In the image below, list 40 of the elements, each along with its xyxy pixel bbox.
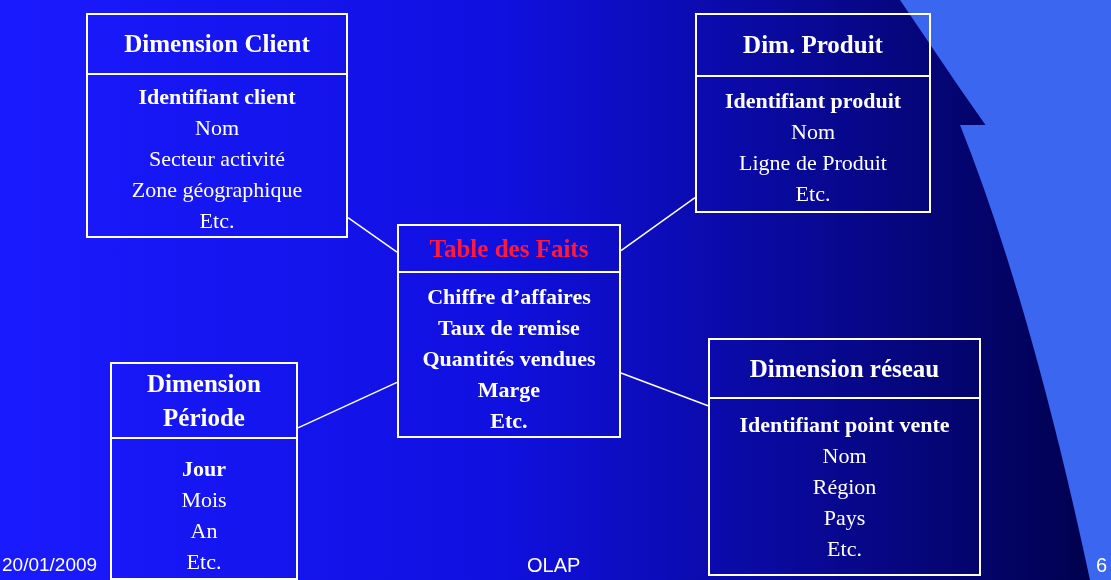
field-name: Etc.: [827, 535, 862, 563]
connector-line: [620, 196, 696, 252]
field-name: Nom: [822, 442, 867, 470]
field-name: Ligne de Produit: [739, 149, 887, 177]
field-name: Zone géographique: [131, 176, 303, 204]
field-name: Taux de remise: [438, 314, 580, 342]
table-box: [708, 338, 981, 576]
field-name: Quantités vendues: [422, 345, 596, 373]
table-box: [695, 13, 931, 213]
field-name: Région: [812, 473, 877, 501]
connector-line: [297, 381, 398, 429]
field-name: Pays: [823, 504, 866, 532]
page-number: 6: [1096, 554, 1108, 577]
field-name: Nom: [791, 118, 835, 146]
table-title: Dimension Client: [88, 15, 346, 75]
field-name: Etc.: [490, 407, 528, 435]
table-box: [86, 13, 348, 238]
field-name: Identifiant point vente: [739, 411, 950, 439]
slide-title: OLAP: [527, 554, 581, 577]
field-name: Identifiant produit: [724, 87, 902, 115]
field-name: An: [190, 517, 218, 545]
field-name: Etc.: [186, 548, 222, 576]
field-name: Identifiant client: [138, 83, 296, 111]
table-box: [397, 224, 621, 438]
field-name: Mois: [181, 486, 227, 514]
field-name: Chiffre d’affaires: [427, 283, 591, 311]
table-box: [110, 362, 298, 580]
table-title: Dimension réseau: [710, 340, 979, 399]
slide-date: 20/01/2009: [2, 554, 98, 576]
field-name: Secteur activité: [148, 145, 286, 173]
connector-line: [347, 216, 398, 253]
field-name: Etc.: [795, 180, 831, 208]
table-title: Dimension Période: [112, 364, 296, 439]
table-title: Table des Faits: [399, 226, 619, 273]
table-title: Dim. Produit: [697, 15, 929, 77]
field-name: Nom: [195, 114, 239, 142]
field-name: Etc.: [199, 207, 235, 235]
connector-line: [620, 372, 709, 407]
field-name: Jour: [182, 455, 226, 483]
field-name: Marge: [477, 376, 541, 404]
